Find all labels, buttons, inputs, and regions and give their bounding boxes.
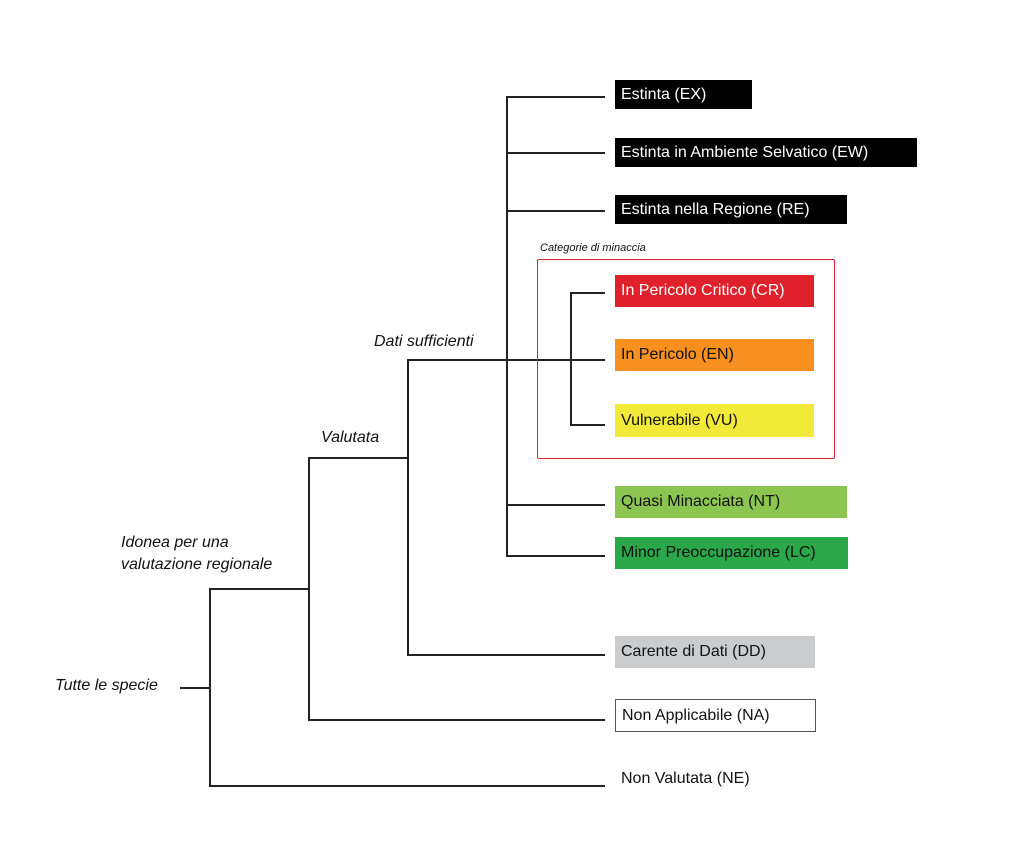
- category-ne: Non Valutata (NE): [615, 763, 815, 795]
- category-label: Non Valutata (NE): [621, 770, 750, 787]
- category-label: Minor Preoccupazione (LC): [621, 544, 816, 561]
- connector-line: [308, 457, 310, 720]
- category-label: Estinta in Ambiente Selvatico (EW): [621, 143, 869, 161]
- connector-line: [209, 785, 605, 787]
- category-label: Vulnerabile (VU): [621, 411, 738, 429]
- category-label: Estinta (EX): [621, 85, 707, 103]
- connector-line: [570, 424, 605, 426]
- connector-line: [180, 687, 210, 689]
- connector-line: [506, 504, 605, 506]
- category-label: Non Applicabile (NA): [622, 706, 770, 724]
- node-all-species: Tutte le specie: [55, 677, 158, 694]
- category-vu: Vulnerabile (VU): [615, 404, 814, 437]
- node-evaluated: Valutata: [321, 429, 380, 446]
- connector-line: [209, 588, 211, 786]
- category-en: In Pericolo (EN): [615, 339, 814, 371]
- threatened-categories-frame: [537, 259, 835, 459]
- connector-line: [506, 210, 605, 212]
- connector-line: [506, 96, 508, 556]
- category-na: Non Applicabile (NA): [615, 699, 816, 732]
- connector-line: [407, 654, 605, 656]
- category-re: Estinta nella Regione (RE): [615, 195, 847, 224]
- category-label: Quasi Minacciata (NT): [621, 493, 781, 510]
- connector-line: [570, 292, 572, 425]
- node-eligible-line2: valutazione regionale: [121, 556, 273, 573]
- connector-line: [308, 457, 408, 459]
- category-label: In Pericolo (EN): [621, 346, 734, 363]
- category-label: Carente di Dati (DD): [621, 643, 766, 660]
- connector-line: [570, 292, 605, 294]
- category-cr: In Pericolo Critico (CR): [615, 275, 814, 307]
- connector-line: [407, 359, 409, 655]
- connector-line: [506, 96, 605, 98]
- category-lc: Minor Preoccupazione (LC): [615, 537, 848, 569]
- connector-line: [308, 719, 605, 721]
- category-nt: Quasi Minacciata (NT): [615, 486, 847, 518]
- connector-line: [209, 588, 309, 590]
- category-label: In Pericolo Critico (CR): [621, 282, 785, 299]
- category-ew: Estinta in Ambiente Selvatico (EW): [615, 138, 917, 167]
- connector-line: [506, 152, 605, 154]
- node-eligible-line1: Idonea per una: [121, 534, 229, 551]
- category-label: Estinta nella Regione (RE): [621, 200, 810, 218]
- category-ex: Estinta (EX): [615, 80, 752, 109]
- category-dd: Carente di Dati (DD): [615, 636, 815, 668]
- node-adequate-data: Dati sufficienti: [374, 333, 474, 350]
- threatened-group-label: Categorie di minaccia: [540, 242, 646, 254]
- connector-line: [506, 555, 605, 557]
